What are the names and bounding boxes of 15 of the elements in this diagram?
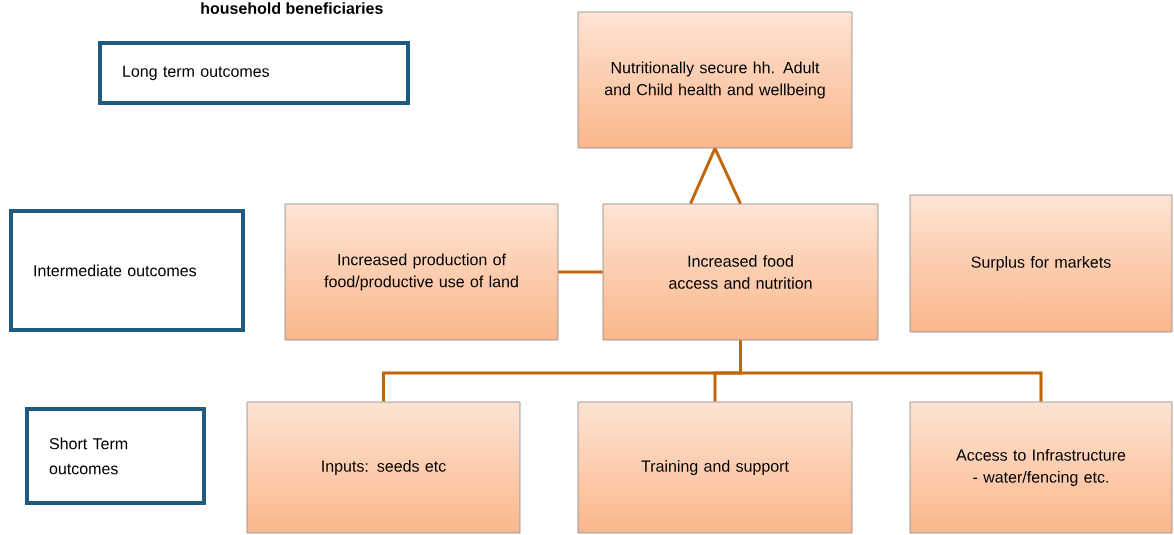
heading: household beneficiaries: [201, 2, 383, 14]
connector-line: [713, 147, 742, 205]
outcome-box: Nutritionally secure hh. Adult and Child health and wellbeing: [577, 11, 853, 149]
outcome-box: Training and support: [577, 401, 853, 534]
level-label-box: Long term outcomes: [98, 41, 410, 105]
connector-line: [558, 270, 603, 274]
outcome-box: Access to Infrastructure - water/fencing etc.: [909, 401, 1173, 534]
outcome-box: Increased food access and nutrition: [602, 203, 879, 341]
outcome-box: Inputs: seeds etc: [246, 401, 521, 534]
connector-line: [689, 147, 717, 205]
connector-line: [739, 340, 1043, 402]
outcome-box: Surplus for markets: [909, 194, 1173, 333]
outcome-box: Increased production of food/productive use of land: [284, 203, 559, 341]
level-label-box: Intermediate outcomes: [9, 209, 245, 332]
level-label-box: Short Term outcomes: [25, 407, 206, 505]
